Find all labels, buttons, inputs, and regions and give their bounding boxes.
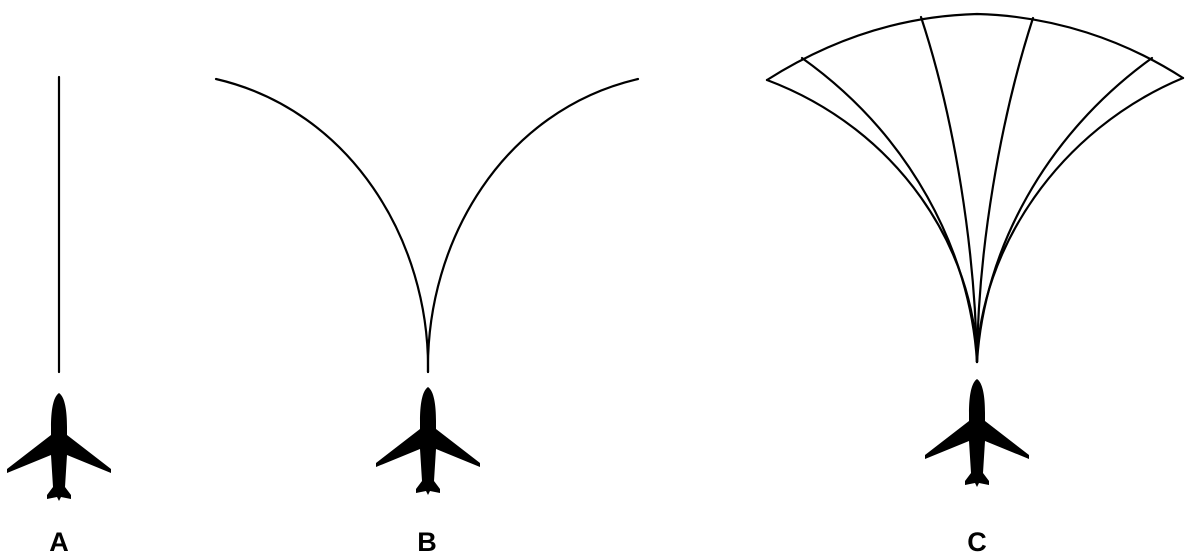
flight-path-curve-left [214,77,430,374]
panel-label-b: B [417,527,437,553]
airplane-icon [925,379,1029,487]
airplane-icon [7,393,111,501]
flight-path-fan-6 [975,76,1185,364]
flight-path-fan-1 [765,78,979,364]
panel-c: C [765,12,1185,553]
flight-path-fan-5 [975,56,1154,364]
panel-label-a: A [49,527,69,553]
panel-a: A [7,75,111,553]
airplane-icon [376,387,480,495]
panel-label-c: C [967,527,987,553]
flight-path-fan-3 [919,15,979,364]
panel-b: B [214,77,640,553]
flight-path-fan-4 [975,16,1035,364]
flight-path-arc-top [765,12,1185,82]
flight-path-curve-right [426,77,640,374]
flight-path-fan-2 [800,56,979,364]
